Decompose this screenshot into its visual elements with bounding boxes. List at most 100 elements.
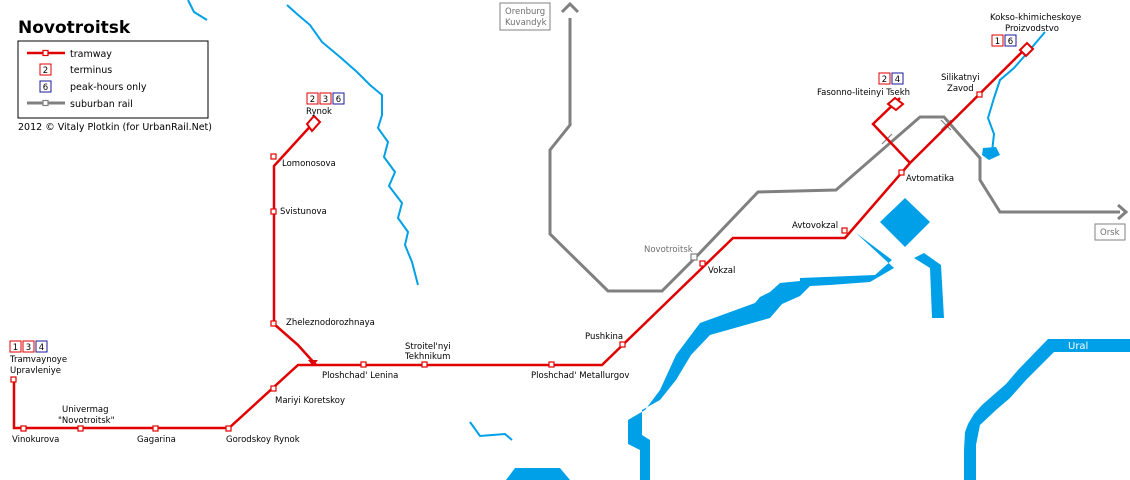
legend-rail-label: suburban rail (70, 99, 133, 110)
map-title: Novotroitsk (18, 18, 131, 38)
ural-river (964, 339, 1130, 480)
stream-north-center (286, 4, 419, 286)
stream-east (986, 31, 1046, 153)
label-svistunova: Svistunova (280, 207, 327, 217)
label-mariyi-koretskoy: Mariyi Koretskoy (275, 396, 345, 406)
route-badge-number: 4 (895, 75, 900, 85)
label-fasonno: Fasonno-liteinyi Tsekh (817, 88, 910, 98)
station-marker-tramvaynoye (10, 376, 17, 383)
route-badge-fasonno-2: 2 (878, 72, 891, 85)
route-badge-kokso-6: 6 (1004, 34, 1017, 47)
station-marker-gorodskoy-rynok (225, 425, 232, 432)
station-marker-ploshchad-lenina (360, 361, 367, 368)
reservoir-arm-right (914, 253, 944, 318)
station-marker-stroitelnyi (421, 361, 428, 368)
map-credit: 2012 © Vitaly Plotkin (for UrbanRail.Net… (18, 122, 212, 133)
label-silikatnyi-2: Zavod (947, 84, 974, 94)
station-marker-mariyi-koretskoy (270, 385, 277, 392)
label-stroitelnyi-2: Tekhnikum (404, 352, 450, 362)
tram-line-main (12, 45, 1029, 430)
station-marker-svistunova (270, 208, 277, 215)
destination-orenburg-line2: Kuvandyk (505, 18, 547, 28)
station-marker-silikatnyi (976, 91, 983, 98)
tram-junction-marker (308, 360, 318, 366)
label-zheleznodorozhnaya: Zheleznodorozhnaya (286, 318, 375, 328)
route-badge-number: 2 (310, 95, 315, 105)
route-badge-number: 1 (13, 343, 18, 353)
label-lomonosova: Lomonosova (282, 159, 336, 169)
station-marker-avtovokzal (841, 227, 848, 234)
terminus-loop-fasonno (886, 96, 905, 112)
route-badge-box (319, 92, 332, 105)
label-gorodskoy-rynok: Gorodskoy Rynok (226, 435, 300, 445)
route-badge-box (22, 340, 35, 353)
station-marker-pushkina (619, 341, 626, 348)
label-avtomatika: Avtomatika (906, 174, 954, 184)
legend-tramway-label: tramway (70, 49, 112, 60)
route-badge-box (1004, 34, 1017, 47)
route-badge-box (306, 92, 319, 105)
water-layer (187, 0, 1130, 480)
route-badge-rynok-3: 3 (319, 92, 332, 105)
legend: tramway 2 terminus 6 peak-hours only sub… (17, 40, 209, 119)
legend-rail-station-marker (42, 99, 49, 107)
river-label-ural: Ural (1068, 341, 1088, 352)
label-univermag-1: Univermag (62, 405, 108, 415)
route-badge-number: 6 (336, 95, 341, 105)
destination-orenburg: Orenburg Kuvandyk (499, 2, 551, 31)
arrow-orenburg (560, 1, 580, 14)
label-stroitelnyi-1: Stroitel'nyi (405, 342, 451, 352)
reservoir-arm-main (628, 233, 894, 480)
legend-terminus-label: terminus (70, 65, 112, 76)
route-badge-number: 3 (323, 95, 328, 105)
suburban-rail-layer (548, 1, 1129, 293)
label-vinokurova: Vinokurova (12, 435, 59, 445)
route-badge-tramvaynoye-3: 3 (22, 340, 35, 353)
label-silikatnyi-1: Silikatnyi (941, 73, 980, 83)
route-badge-number: 6 (1008, 37, 1013, 47)
destination-orenburg-line1: Orenburg (505, 7, 545, 17)
label-univermag-2: "Novotroitsk" (58, 416, 115, 426)
arrow-orsk (1117, 203, 1129, 221)
station-marker-gagarina (152, 425, 159, 432)
route-badge-number: 4 (39, 343, 44, 353)
tram-station-markers (10, 91, 983, 432)
route-badge-tramvaynoye-1: 1 (9, 340, 22, 353)
route-badge-box (891, 72, 904, 85)
route-badge-box (35, 340, 48, 353)
label-rail-station-novotroitsk: Novotroitsk (644, 245, 693, 255)
legend-peak-badge-num: 6 (43, 83, 48, 93)
stream-north-left (187, 0, 208, 21)
terminus-loop-kokso (1018, 41, 1035, 58)
label-kokso-2: Proizvodstvo (1005, 24, 1059, 34)
legend-peak-label: peak-hours only (70, 82, 147, 93)
station-marker-vinokurova (20, 425, 27, 432)
label-kokso-1: Kokso-khimicheskoye (990, 13, 1081, 23)
label-ploshchad-lenina: Ploshchad' Lenina (322, 371, 398, 381)
route-badge-tramvaynoye-4: 4 (35, 340, 48, 353)
route-badge-kokso-1: 1 (991, 34, 1004, 47)
station-marker-vokzal (699, 260, 706, 267)
terminus-loop-rynok (305, 114, 322, 133)
reservoir-diamond (880, 198, 930, 247)
route-badge-rynok-6: 6 (332, 92, 345, 105)
route-badge-box (332, 92, 345, 105)
rail-line-orenburg-orsk (548, 18, 1120, 293)
route-badge-fasonno-4: 4 (891, 72, 904, 85)
label-ploshchad-metallurgov: Ploshchad' Metallurgov (531, 371, 629, 381)
label-rynok: Rynok (306, 107, 332, 117)
river-south-arm (506, 468, 570, 480)
route-badge-number: 1 (995, 37, 1000, 47)
route-badge-box (9, 340, 22, 353)
route-badge-box (878, 72, 891, 85)
legend-peak-badge (39, 80, 52, 93)
route-badge-rynok-2: 2 (306, 92, 319, 105)
legend-terminus-badge-num: 2 (43, 66, 48, 76)
rail-station-novotroitsk-marker (690, 253, 698, 261)
label-avtovokzal: Avtovokzal (792, 221, 838, 231)
pond-east (982, 147, 1000, 160)
label-tramvaynoye-2: Upravleniye (10, 366, 61, 376)
route-badge-box (991, 34, 1004, 47)
stream-south (469, 421, 513, 441)
